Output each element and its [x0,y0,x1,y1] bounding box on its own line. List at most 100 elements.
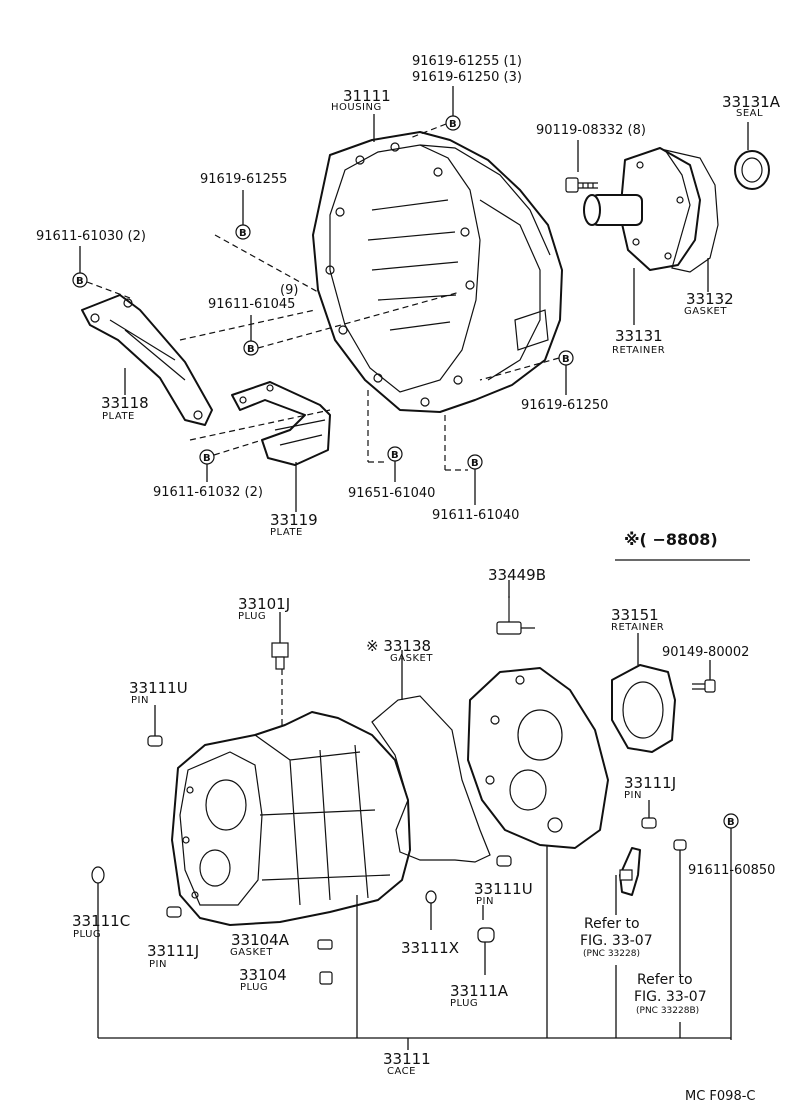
svg-text:B: B [471,458,479,469]
part-number-91611-61040: 91611-61040 [432,508,520,523]
retainer-33131[interactable] [583,147,701,271]
bolt-marker-91611-61045[interactable]: B [243,340,259,356]
part-name-plug-33101J: PLUG [238,611,267,622]
bolt-marker-91619-61250[interactable]: B [558,350,574,366]
part-name-plate-33118: PLATE [102,411,135,422]
bolt-marker-91611-60850[interactable]: B [723,813,739,829]
plate-33118[interactable] [81,294,213,426]
part-name-gasket-33138: GASKET [390,653,433,664]
pin-33111J-b[interactable] [166,906,182,918]
retainer-33151[interactable] [611,664,676,753]
part-number-33111J-b: 33111J [147,942,200,960]
part-name-gasket-33132: GASKET [684,306,727,317]
part-number-33111A: 33111A [450,982,508,1000]
gasket-33138[interactable] [371,695,491,863]
bolt-marker-91611-61030[interactable]: B [72,272,88,288]
part-number-33138: ※ 33138 [366,637,432,655]
svg-text:B: B [391,450,399,461]
bolt-marker-91651-61040[interactable]: B [387,446,403,462]
part-number-33111C: 33111C [72,912,131,930]
plug-33111C[interactable] [91,866,105,884]
clutch-housing[interactable] [312,131,563,413]
quantity-9: (9) [280,283,299,298]
part-name-gasket-33104A: GASKET [230,947,273,958]
part-number-33111X: 33111X [401,939,459,957]
part-name-pin-33111J-b: PIN [149,959,167,970]
part-number-91619-61255: 91619-61255 [200,172,288,187]
bolt-marker-91619-61255-top[interactable]: B [445,115,461,131]
gasket-33104A[interactable] [317,939,333,950]
svg-text:B: B [239,228,247,239]
svg-text:B: B [449,119,457,130]
part-number-33131: 33131 [615,327,663,345]
leader-lines-bottom [97,580,732,1050]
part-number-90149-80002: 90149-80002 [662,645,750,660]
part-number-91619-61250-3: 91619-61250 (3) [412,70,522,85]
svg-text:B: B [76,276,84,287]
part-name-retainer-33151: RETAINER [611,622,665,633]
pin-33111J-a[interactable] [641,817,657,829]
figure-ref-a[interactable]: FIG. 33-07 [580,933,653,949]
part-number-33111U-a: 33111U [129,679,188,697]
extension-housing-plate[interactable] [467,667,609,849]
bolt-marker-91611-61032[interactable]: B [199,449,215,465]
range-note: ※( −8808) [624,530,718,549]
part-name-plug-33111C: PLUG [73,929,102,940]
plate-33119[interactable] [231,381,331,466]
part-number-91651-61040: 91651-61040 [348,486,436,501]
part-number-91611-60850: 91611-60850 [688,863,776,878]
plug-33101J[interactable] [271,642,289,670]
part-number-33131A: 33131A [722,93,780,111]
part-number-33111: 33111 [383,1050,431,1068]
part-number-33104: 33104 [239,966,287,984]
plug-33104[interactable] [319,971,333,985]
pnc-ref-b: (PNC 33228B) [636,1006,700,1016]
refer-to-a: Refer to [584,916,640,932]
shift-lever-parts[interactable] [619,847,641,896]
part-number-33111U-b: 33111U [474,880,533,898]
part-number-33118: 33118 [101,394,149,412]
gasket-33132[interactable] [663,149,719,273]
transmission-case[interactable] [171,711,411,926]
bolt-90119-08332[interactable] [565,177,598,193]
part-name-plug-33104: PLUG [240,982,269,993]
part-number-91619-61255-1: 91619-61255 (1) [412,54,522,69]
part-number-33449B: 33449B [488,566,547,584]
part-number-33132: 33132 [686,290,734,308]
svg-text:B: B [562,354,570,365]
part-number-33151: 33151 [611,606,659,624]
part-number-91611-61030: 91611-61030 (2) [36,229,146,244]
part-name-retainer-33131: RETAINER [612,345,666,356]
figure-code: MC F098-C [685,1089,756,1104]
part-name-pin-33111U-a: PIN [131,695,149,706]
svg-text:B: B [727,817,735,828]
svg-text:B: B [247,344,255,355]
part-name-plug-33111A: PLUG [450,998,479,1009]
part-number-33111J-a: 33111J [624,774,677,792]
refer-to-b: Refer to [637,972,693,988]
seal-33131A[interactable] [734,150,770,190]
switch-33449B[interactable] [496,596,535,635]
part-name-seal: SEAL [736,108,764,119]
plug-33111A[interactable] [477,927,495,943]
part-number-90119-08332: 90119-08332 (8) [536,123,646,138]
pin-33228B[interactable] [673,839,687,851]
part-number-91611-61045: 91611-61045 [208,297,296,312]
bolt-marker-91611-61040[interactable]: B [467,454,483,470]
part-name-cace: CACE [387,1066,416,1077]
plug-33111X[interactable] [425,890,437,904]
bolt-marker-91619-61255[interactable]: B [235,224,251,240]
part-name-housing: HOUSING [331,102,382,113]
bolt-90149-80002[interactable] [692,679,716,693]
part-number-33104A: 33104A [231,931,289,949]
part-name-pin-33111J-a: PIN [624,790,642,801]
part-number-91611-61032: 91611-61032 (2) [153,485,263,500]
pnc-ref-a: (PNC 33228) [583,949,640,959]
part-number-33101J: 33101J [238,595,291,613]
figure-ref-b[interactable]: FIG. 33-07 [634,989,707,1005]
pin-33111U-a[interactable] [147,735,163,747]
pin-33111U-b[interactable] [496,855,512,867]
svg-text:B: B [203,453,211,464]
part-number-33119: 33119 [270,511,318,529]
